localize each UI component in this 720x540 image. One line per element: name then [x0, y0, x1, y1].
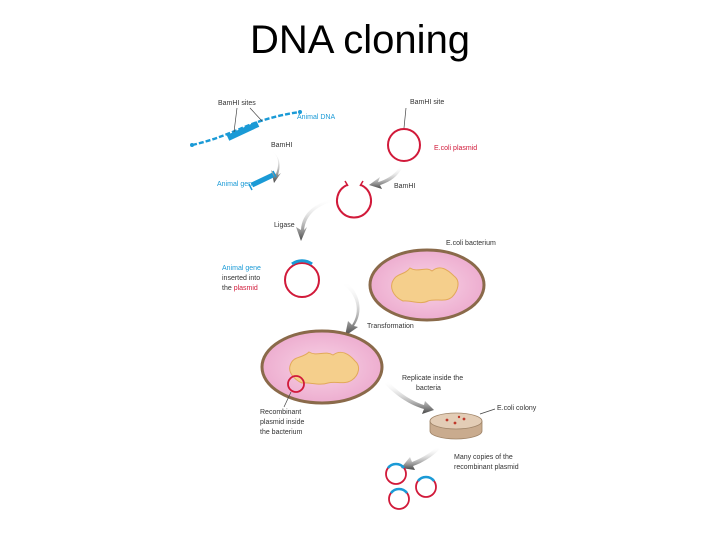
- slide-title: DNA cloning: [249, 18, 471, 62]
- inserted-gene-segment: [291, 259, 313, 266]
- arrow-replicate: [385, 381, 434, 414]
- label-ecoli-colony: E.coli colony: [497, 405, 537, 412]
- bamhi-site-pointer-1: [233, 107, 238, 133]
- label-inserted-line2: inserted into: [222, 275, 260, 282]
- label-ecoli-plasmid: E.coli plasmid: [434, 145, 477, 152]
- recombinant-pointer: [283, 391, 292, 408]
- label-recombinant-line2: plasmid inside: [260, 419, 304, 426]
- arrow-bamhi-2: [369, 166, 402, 189]
- label-inserted-line3: the plasmid: [222, 285, 258, 292]
- label-animal-gene: Animal gene: [217, 181, 256, 188]
- label-many-copies-line1: Many copies of the: [454, 454, 513, 461]
- colony-pointer: [479, 408, 496, 415]
- label-bamhi-2: BamHI: [394, 183, 415, 190]
- ecoli-plasmid: [387, 128, 421, 162]
- bamhi-site-pointer-2: [249, 107, 263, 122]
- label-replicate-line1: Replicate inside the: [402, 375, 463, 382]
- bamhi-site-pointer-3: [403, 107, 407, 129]
- petri-dish-colony: [429, 412, 483, 440]
- label-many-copies-line2: recombinant plasmid: [454, 464, 519, 471]
- label-recombinant-line1: Recombinant: [260, 409, 301, 416]
- arrow-many-copies: [401, 447, 440, 470]
- transformed-bacterium: [260, 329, 384, 405]
- label-bamhi-sites: BamHI sites: [218, 100, 256, 107]
- animal-gene-fragment: [248, 170, 277, 191]
- cut-plasmid: [336, 184, 372, 219]
- label-transformation: Transformation: [367, 323, 414, 330]
- label-replicate-line2: bacteria: [416, 385, 441, 392]
- arrow-bamhi-1: [263, 148, 281, 183]
- label-bamhi-1: BamHI: [271, 142, 292, 149]
- ecoli-bacterium-top: [368, 248, 486, 322]
- plasmid-copies: [385, 462, 437, 510]
- recombinant-plasmid: [284, 262, 320, 298]
- label-recombinant-line3: the bacterium: [260, 429, 303, 436]
- label-inserted-line1: Animal gene: [222, 265, 261, 272]
- label-ligase: Ligase: [274, 222, 295, 229]
- plasmid-inside-bacterium: [287, 375, 305, 393]
- label-ecoli-bacterium: E.coli bacterium: [446, 240, 496, 247]
- label-bamhi-site: BamHI site: [410, 99, 444, 106]
- arrow-transformation: [343, 282, 360, 336]
- animal-dna-strand: [190, 110, 302, 147]
- label-animal-dna: Animal DNA: [297, 114, 335, 121]
- arrow-ligase: [296, 198, 335, 241]
